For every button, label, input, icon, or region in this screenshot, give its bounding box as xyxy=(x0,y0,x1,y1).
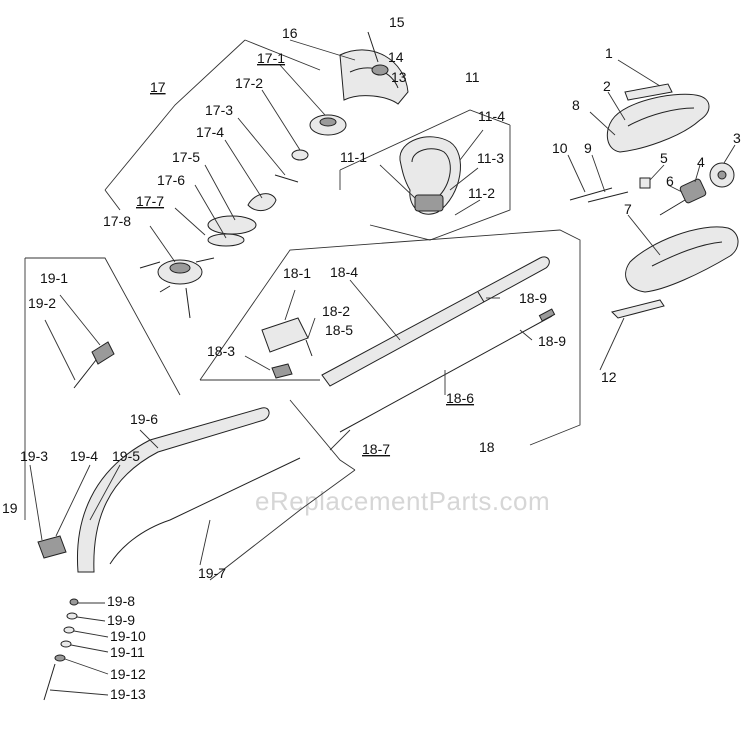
callout-labels: 1 2 3 4 5 6 7 8 9 10 11 11-1 11-2 11-3 1… xyxy=(2,14,741,702)
callout-2: 2 xyxy=(603,78,611,94)
handle-group xyxy=(339,109,511,241)
bent-tube xyxy=(76,407,270,573)
callout-19-10: 19-10 xyxy=(110,628,146,644)
shaft-group xyxy=(199,229,581,451)
watermark: eReplacementParts.com xyxy=(255,486,550,516)
callout-19-12: 19-12 xyxy=(110,666,146,682)
callout-17: 17 xyxy=(150,79,166,95)
callout-18-2: 18-2 xyxy=(322,303,350,319)
callout-19-13: 19-13 xyxy=(110,686,146,702)
callout-18: 18 xyxy=(479,439,495,455)
callout-15: 15 xyxy=(389,14,405,30)
callout-19-11: 19-11 xyxy=(110,644,145,660)
callout-17-2: 17-2 xyxy=(235,75,263,91)
motor-housing-group xyxy=(567,59,739,371)
callout-5: 5 xyxy=(660,150,668,166)
callout-19-9: 19-9 xyxy=(107,612,135,628)
callout-16: 16 xyxy=(282,25,298,41)
callout-19-4: 19-4 xyxy=(70,448,98,464)
callout-19-2: 19-2 xyxy=(28,295,56,311)
guard xyxy=(339,49,409,105)
outer-tube xyxy=(321,256,550,387)
callout-3: 3 xyxy=(733,130,741,146)
callout-17-1: 17-1 xyxy=(257,50,285,66)
callout-9: 9 xyxy=(584,140,592,156)
callout-17-6: 17-6 xyxy=(157,172,185,188)
callout-17-4: 17-4 xyxy=(196,124,224,140)
callout-12: 12 xyxy=(601,369,617,385)
callout-14: 14 xyxy=(388,49,404,65)
callout-18-9-lower: 18-9 xyxy=(538,333,566,349)
callout-11-3: 11-3 xyxy=(477,150,504,166)
callout-11: 11 xyxy=(465,69,480,85)
bent-shaft-group xyxy=(24,257,356,701)
callout-17-8: 17-8 xyxy=(103,213,131,229)
callout-19: 19 xyxy=(2,500,18,516)
callout-10: 10 xyxy=(552,140,568,156)
callout-18-5: 18-5 xyxy=(325,322,353,338)
callout-19-6: 19-6 xyxy=(130,411,158,427)
callout-18-3: 18-3 xyxy=(207,343,235,359)
housing-half xyxy=(606,93,710,153)
callout-18-1: 18-1 xyxy=(283,265,311,281)
callout-4: 4 xyxy=(697,154,705,170)
callout-19-8: 19-8 xyxy=(107,593,135,609)
callout-19-1: 19-1 xyxy=(40,270,68,286)
callout-13: 13 xyxy=(391,69,407,85)
callout-7: 7 xyxy=(624,201,632,217)
housing-half-lower xyxy=(625,226,739,293)
callout-17-7: 17-7 xyxy=(136,193,164,209)
callout-17-5: 17-5 xyxy=(172,149,200,165)
callout-18-4: 18-4 xyxy=(330,264,358,280)
callout-11-1: 11-1 xyxy=(340,149,367,165)
callout-1: 1 xyxy=(605,45,613,61)
callout-17-3: 17-3 xyxy=(205,102,233,118)
callout-19-3: 19-3 xyxy=(20,448,48,464)
trimmer-head-group xyxy=(104,31,409,319)
callout-8: 8 xyxy=(572,97,580,113)
callout-19-5: 19-5 xyxy=(112,448,140,464)
callout-18-9-upper: 18-9 xyxy=(519,290,547,306)
callout-18-6: 18-6 xyxy=(446,390,474,406)
callout-18-7: 18-7 xyxy=(362,441,390,457)
callout-19-7: 19-7 xyxy=(198,565,226,581)
callout-11-2: 11-2 xyxy=(468,185,495,201)
callout-11-4: 11-4 xyxy=(478,108,505,124)
callout-6: 6 xyxy=(666,173,674,189)
